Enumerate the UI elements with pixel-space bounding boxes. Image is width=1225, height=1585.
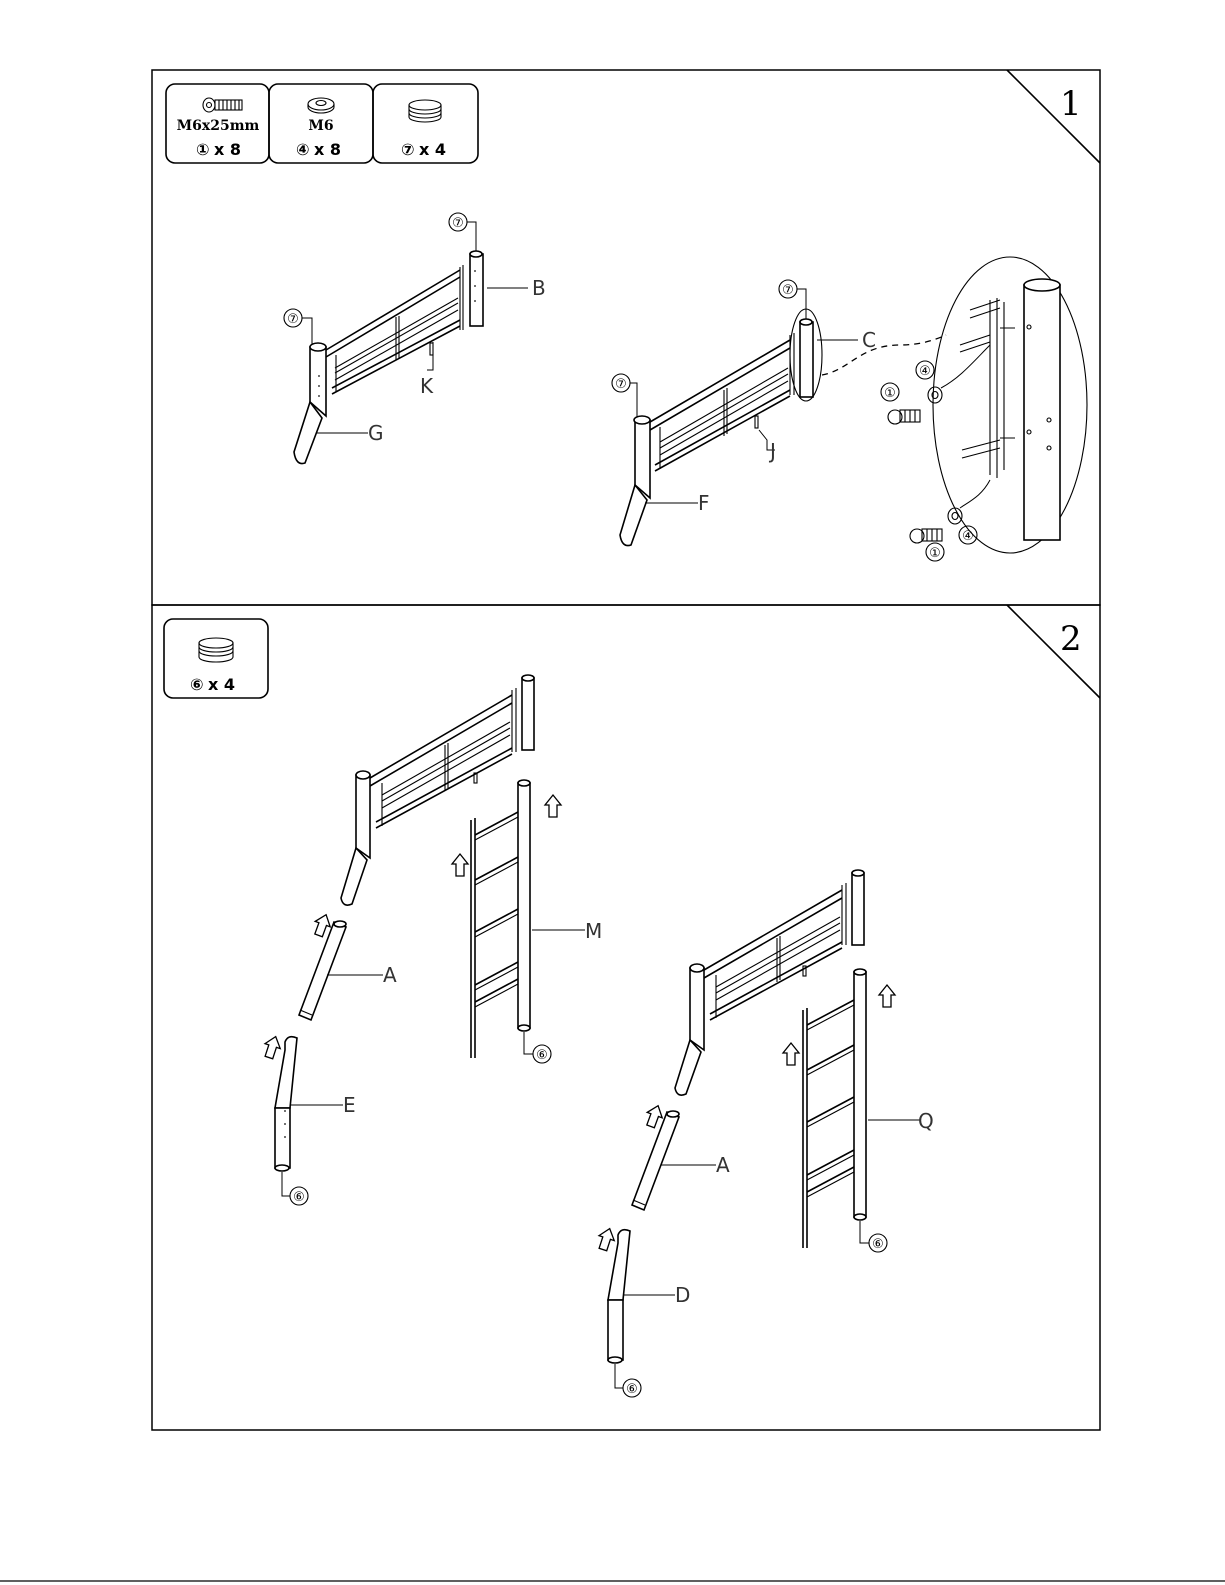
footboard-j-assembly: ⑦ ⑦ C J F	[612, 257, 1087, 553]
washer-icon-lower	[948, 508, 962, 524]
washer-icon	[308, 98, 334, 113]
washer-ref: ④	[296, 140, 310, 159]
bolt-icon	[203, 98, 242, 112]
step-2-badge: 2	[1007, 605, 1100, 698]
end-cap-ref: ⑦	[401, 140, 415, 159]
part-g-label: G	[368, 421, 384, 445]
cap-callout-c: ⑦	[782, 283, 794, 298]
bolt-icon-lower	[910, 529, 942, 543]
part-b-label: B	[532, 276, 546, 300]
bolt-qty: x 8	[214, 140, 241, 159]
bolt-spec: M6x25mm	[177, 118, 260, 134]
step-1-hardware-box: M6x25mm ① x 8 M6 ④ x 8 ⑦ x 4	[166, 84, 478, 163]
right-footboard-exploded: A D ⑥ Q ⑥	[595, 870, 933, 1397]
part-a-label-right: A	[716, 1153, 730, 1177]
foot-callout-q: ⑥	[872, 1237, 884, 1252]
part-a-label-left: A	[383, 963, 397, 987]
left-headboard-exploded: A E ⑥ M ⑥	[261, 675, 602, 1205]
washer-qty: x 8	[314, 140, 341, 159]
bolt-ref: ①	[196, 140, 210, 159]
bolt-callout-upper: ①	[884, 386, 896, 401]
foot-callout-e: ⑥	[293, 1190, 305, 1205]
bolt-icon-upper	[888, 410, 920, 424]
step-2-panel	[152, 605, 1100, 1430]
step-2-number: 2	[1060, 619, 1082, 659]
cap-callout-b: ⑦	[452, 216, 464, 231]
washer-icon-upper	[928, 387, 942, 403]
headboard-k-assembly: ⑦ ⑦ B K G	[284, 213, 546, 464]
step-1-number: 1	[1060, 84, 1082, 124]
part-e-label: E	[343, 1093, 356, 1117]
foot-callout-m: ⑥	[536, 1048, 548, 1063]
foot-cap-ref: ⑥	[190, 675, 204, 694]
part-m-label: M	[585, 919, 602, 943]
washer-callout-upper: ④	[919, 364, 931, 379]
cap-callout-f: ⑦	[615, 377, 627, 392]
washer-callout-lower: ④	[962, 529, 974, 544]
step-1-badge: 1	[1007, 70, 1100, 163]
detail-bolt-connection: ① ④ ① ④	[881, 279, 1060, 561]
part-f-label: F	[698, 491, 710, 515]
end-cap-qty: x 4	[419, 140, 446, 159]
end-cap-icon	[409, 100, 441, 122]
part-c-label: C	[862, 328, 876, 352]
part-d-label: D	[675, 1283, 690, 1307]
step-2-hardware-box: ⑥ x 4	[164, 619, 268, 698]
foot-cap-qty: x 4	[208, 675, 235, 694]
part-q-label: Q	[918, 1109, 934, 1133]
foot-cap-icon	[199, 638, 233, 662]
bolt-callout-lower: ①	[929, 546, 941, 561]
cap-callout-g: ⑦	[287, 312, 299, 327]
foot-callout-d: ⑥	[626, 1382, 638, 1397]
part-j-label: J	[768, 439, 776, 463]
part-k-label: K	[420, 374, 434, 398]
washer-spec: M6	[308, 118, 333, 134]
